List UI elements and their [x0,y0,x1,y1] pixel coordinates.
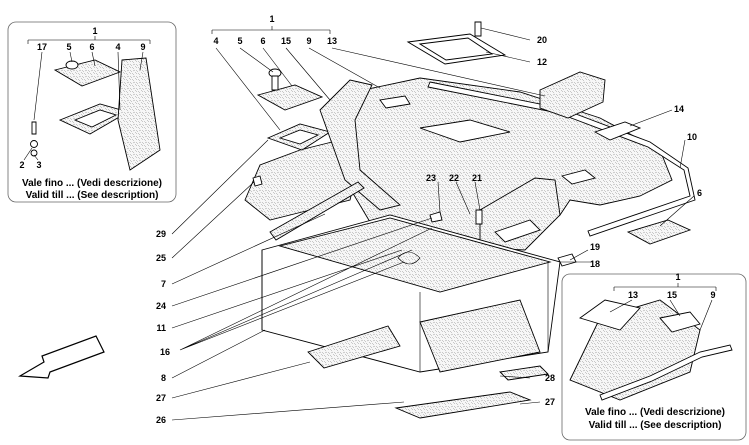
caption-left-it: Vale fino ... (Vedi descrizione) [22,178,162,189]
label-19: 19 [590,242,600,252]
label-22: 22 [449,173,459,183]
label-23: 23 [426,173,436,183]
mat-27-right [394,391,532,419]
label-16: 16 [160,347,170,357]
box-floor [278,217,552,293]
label-7: 7 [161,279,166,289]
label-20: 20 [537,35,547,45]
label-1: 1 [675,272,680,282]
label-4: 4 [115,42,120,52]
label-25: 25 [156,253,166,263]
label-29: 29 [156,229,166,239]
label-6: 6 [260,36,265,46]
label-1: 1 [269,14,274,24]
label-17: 17 [37,42,47,52]
inset-right: 1 13 15 9 Vale fino ... (Vedi descrizion… [561,272,747,441]
inset-left-washer-2 [30,140,38,148]
mat-28 [419,299,541,373]
label-9: 9 [306,36,311,46]
label-27: 27 [156,393,166,403]
clip-14 [593,121,642,141]
screw-21 [475,209,483,225]
label-8: 8 [161,373,166,383]
label-15: 15 [281,36,291,46]
label-18: 18 [590,259,600,269]
cover-6-right [626,219,692,245]
inset-left-nut-3 [30,149,38,157]
label-2: 2 [19,160,24,170]
caption-right-en: Valid till ... (See description) [589,420,722,431]
label-5: 5 [66,42,71,52]
label-28: 28 [545,373,555,383]
label-13: 13 [327,36,337,46]
caption-left-en: Valid till ... (See description) [26,190,159,201]
label-15: 15 [667,290,677,300]
cover-6 [256,84,324,111]
label-27-right: 27 [545,397,555,407]
caption-right-it: Vale fino ... (Vedi descrizione) [585,407,725,418]
label-24: 24 [156,301,166,311]
clip-19 [557,253,577,267]
label-13: 13 [628,290,638,300]
mat-27-left [307,325,401,369]
direction-arrow-icon [18,335,105,379]
label-5: 5 [237,36,242,46]
label-6: 6 [89,42,94,52]
label-26: 26 [156,415,166,425]
fastener-23 [429,211,443,223]
inset-right-frame-15 [659,311,701,333]
label-9: 9 [710,290,715,300]
label-6-right: 6 [697,188,702,198]
label-12: 12 [537,57,547,67]
label-11: 11 [156,323,166,333]
label-9: 9 [140,42,145,52]
label-21: 21 [472,173,482,183]
clip-29 [252,175,263,187]
label-3: 3 [36,160,41,170]
inset-left: 1 17 5 6 4 9 2 3 Vale fino ... (Vedi des… [7,21,177,203]
label-14: 14 [674,104,684,114]
label-4: 4 [213,36,218,46]
label-1: 1 [92,26,97,36]
main-assembly: 1 4 5 6 15 9 13 20 12 14 10 6 19 18 23 2… [156,14,702,425]
cushion-13 [539,71,606,119]
inset-right-strip [599,344,733,401]
inset-left-bolt-17 [31,121,37,135]
label-10: 10 [687,132,697,142]
inset-left-cap-5 [65,60,79,70]
screw-20 [474,21,482,37]
inset-right-frame-13 [578,299,641,331]
